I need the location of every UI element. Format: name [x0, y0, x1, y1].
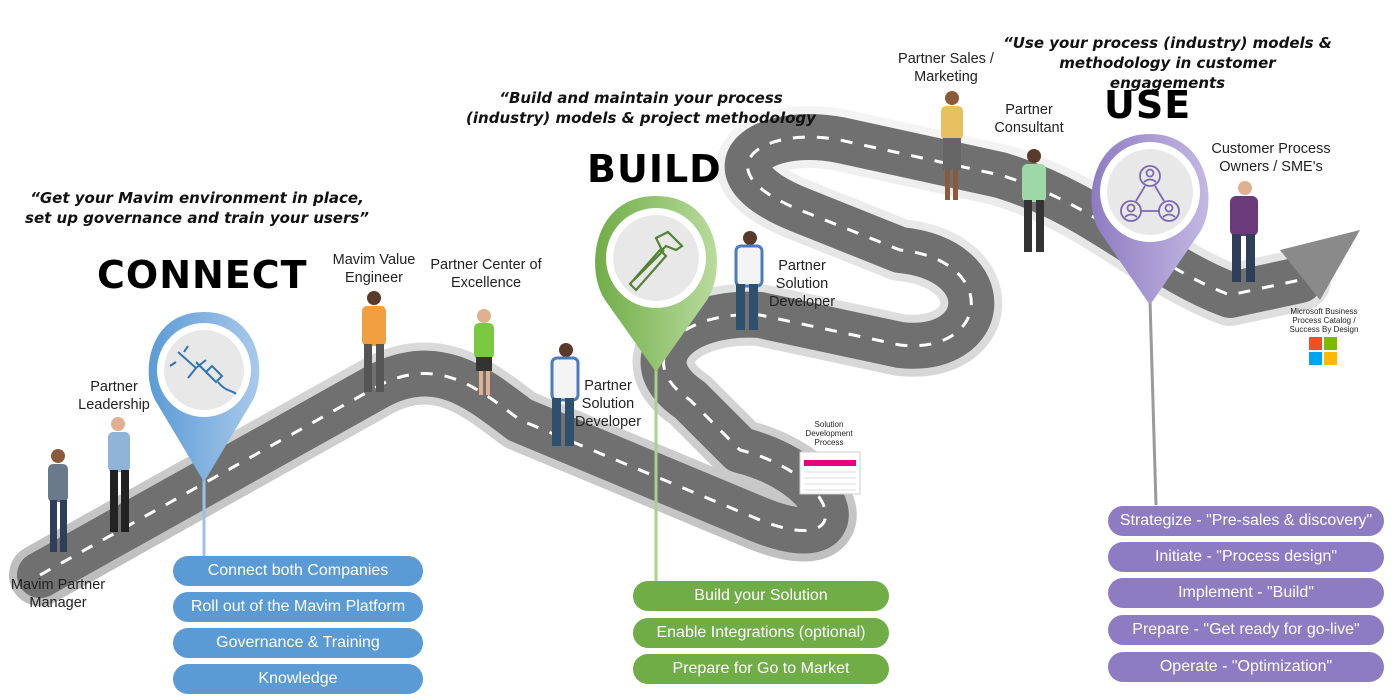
use-quote: “Use your process (industry) models & me…: [1003, 34, 1332, 92]
road: [9, 106, 1360, 606]
role-partner-coe: Partner Center of Excellence: [430, 257, 542, 291]
role-mavim-value-engineer: Mavim Value Engineer: [332, 252, 416, 286]
person-mavim-value-engineer: [362, 291, 386, 392]
person-partner-coe: [474, 309, 494, 395]
connect-step-3: Governance & Training: [173, 628, 423, 658]
build-step-2: Enable Integrations (optional): [633, 618, 889, 648]
connect-step-1: Connect both Companies: [173, 556, 423, 586]
person-partner-solution-developer-1: [550, 343, 580, 446]
person-partner-sales-marketing: [941, 91, 963, 200]
hammer-icon: [628, 230, 684, 292]
connect-quote: “Get your Mavim environment in place, se…: [25, 189, 369, 227]
solution-dev-process-document: [799, 451, 861, 495]
person-partner-consultant: [1022, 149, 1046, 252]
microsoft-logo: [1309, 337, 1337, 365]
use-step-4: Prepare - "Get ready for go-live": [1108, 615, 1384, 645]
use-step-3: Implement - "Build": [1108, 578, 1384, 608]
role-mavim-partner-manager: Mavim Partner Manager: [10, 577, 106, 611]
plug-icon: [169, 345, 237, 395]
road-arrow-head: [1280, 230, 1360, 300]
use-step-5: Operate - "Optimization": [1108, 652, 1384, 682]
connect-step-4: Knowledge: [173, 664, 423, 694]
people-network-icon: [1120, 165, 1180, 222]
build-quote: “Build and maintain your process (indust…: [466, 89, 816, 127]
role-partner-solution-developer-2: Partner Solution Developer: [768, 258, 836, 310]
person-customer-process-owner: [1230, 181, 1258, 282]
role-partner-consultant: Partner Consultant: [994, 102, 1064, 136]
role-partner-sales-marketing: Partner Sales / Marketing: [898, 51, 994, 85]
solution-dev-process-caption: Solution Development Process: [805, 420, 853, 447]
role-partner-solution-developer-1: Partner Solution Developer: [574, 378, 642, 430]
person-mavim-partner-manager: [48, 449, 68, 552]
ms-catalog-caption: Microsoft Business Process Catalog / Suc…: [1289, 307, 1359, 334]
use-connector: [1148, 299, 1158, 506]
use-title: USE: [1104, 83, 1192, 127]
person-partner-leadership: [108, 417, 130, 532]
person-partner-solution-developer-2: [734, 231, 764, 330]
use-step-1: Strategize - "Pre-sales & discovery": [1108, 506, 1384, 536]
build-step-1: Build your Solution: [633, 581, 889, 611]
role-customer-process-owners: Customer Process Owners / SME's: [1211, 141, 1331, 175]
connect-title: CONNECT: [97, 253, 308, 297]
build-step-3: Prepare for Go to Market: [633, 654, 889, 684]
build-title: BUILD: [587, 147, 722, 191]
role-partner-leadership: Partner Leadership: [78, 379, 150, 413]
connect-step-2: Roll out of the Mavim Platform: [173, 592, 423, 622]
use-step-2: Initiate - "Process design": [1108, 542, 1384, 572]
